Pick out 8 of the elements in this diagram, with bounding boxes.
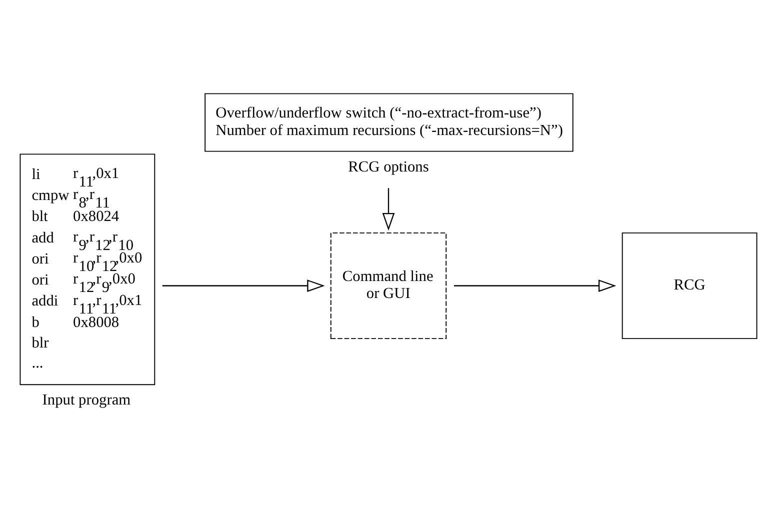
node-box: RCG	[622, 232, 758, 339]
node-box: Overflow/underflow switch (“-no-extract-from-use”) Number of maximum recursions (“-max-recursions=N”)	[204, 92, 574, 152]
arrow	[454, 279, 616, 292]
arrow	[162, 279, 325, 292]
node-label: Input program	[42, 391, 131, 408]
node-box: Command line or GUI	[330, 232, 447, 339]
node-label: RCG options	[348, 158, 429, 175]
arrow	[382, 188, 395, 230]
